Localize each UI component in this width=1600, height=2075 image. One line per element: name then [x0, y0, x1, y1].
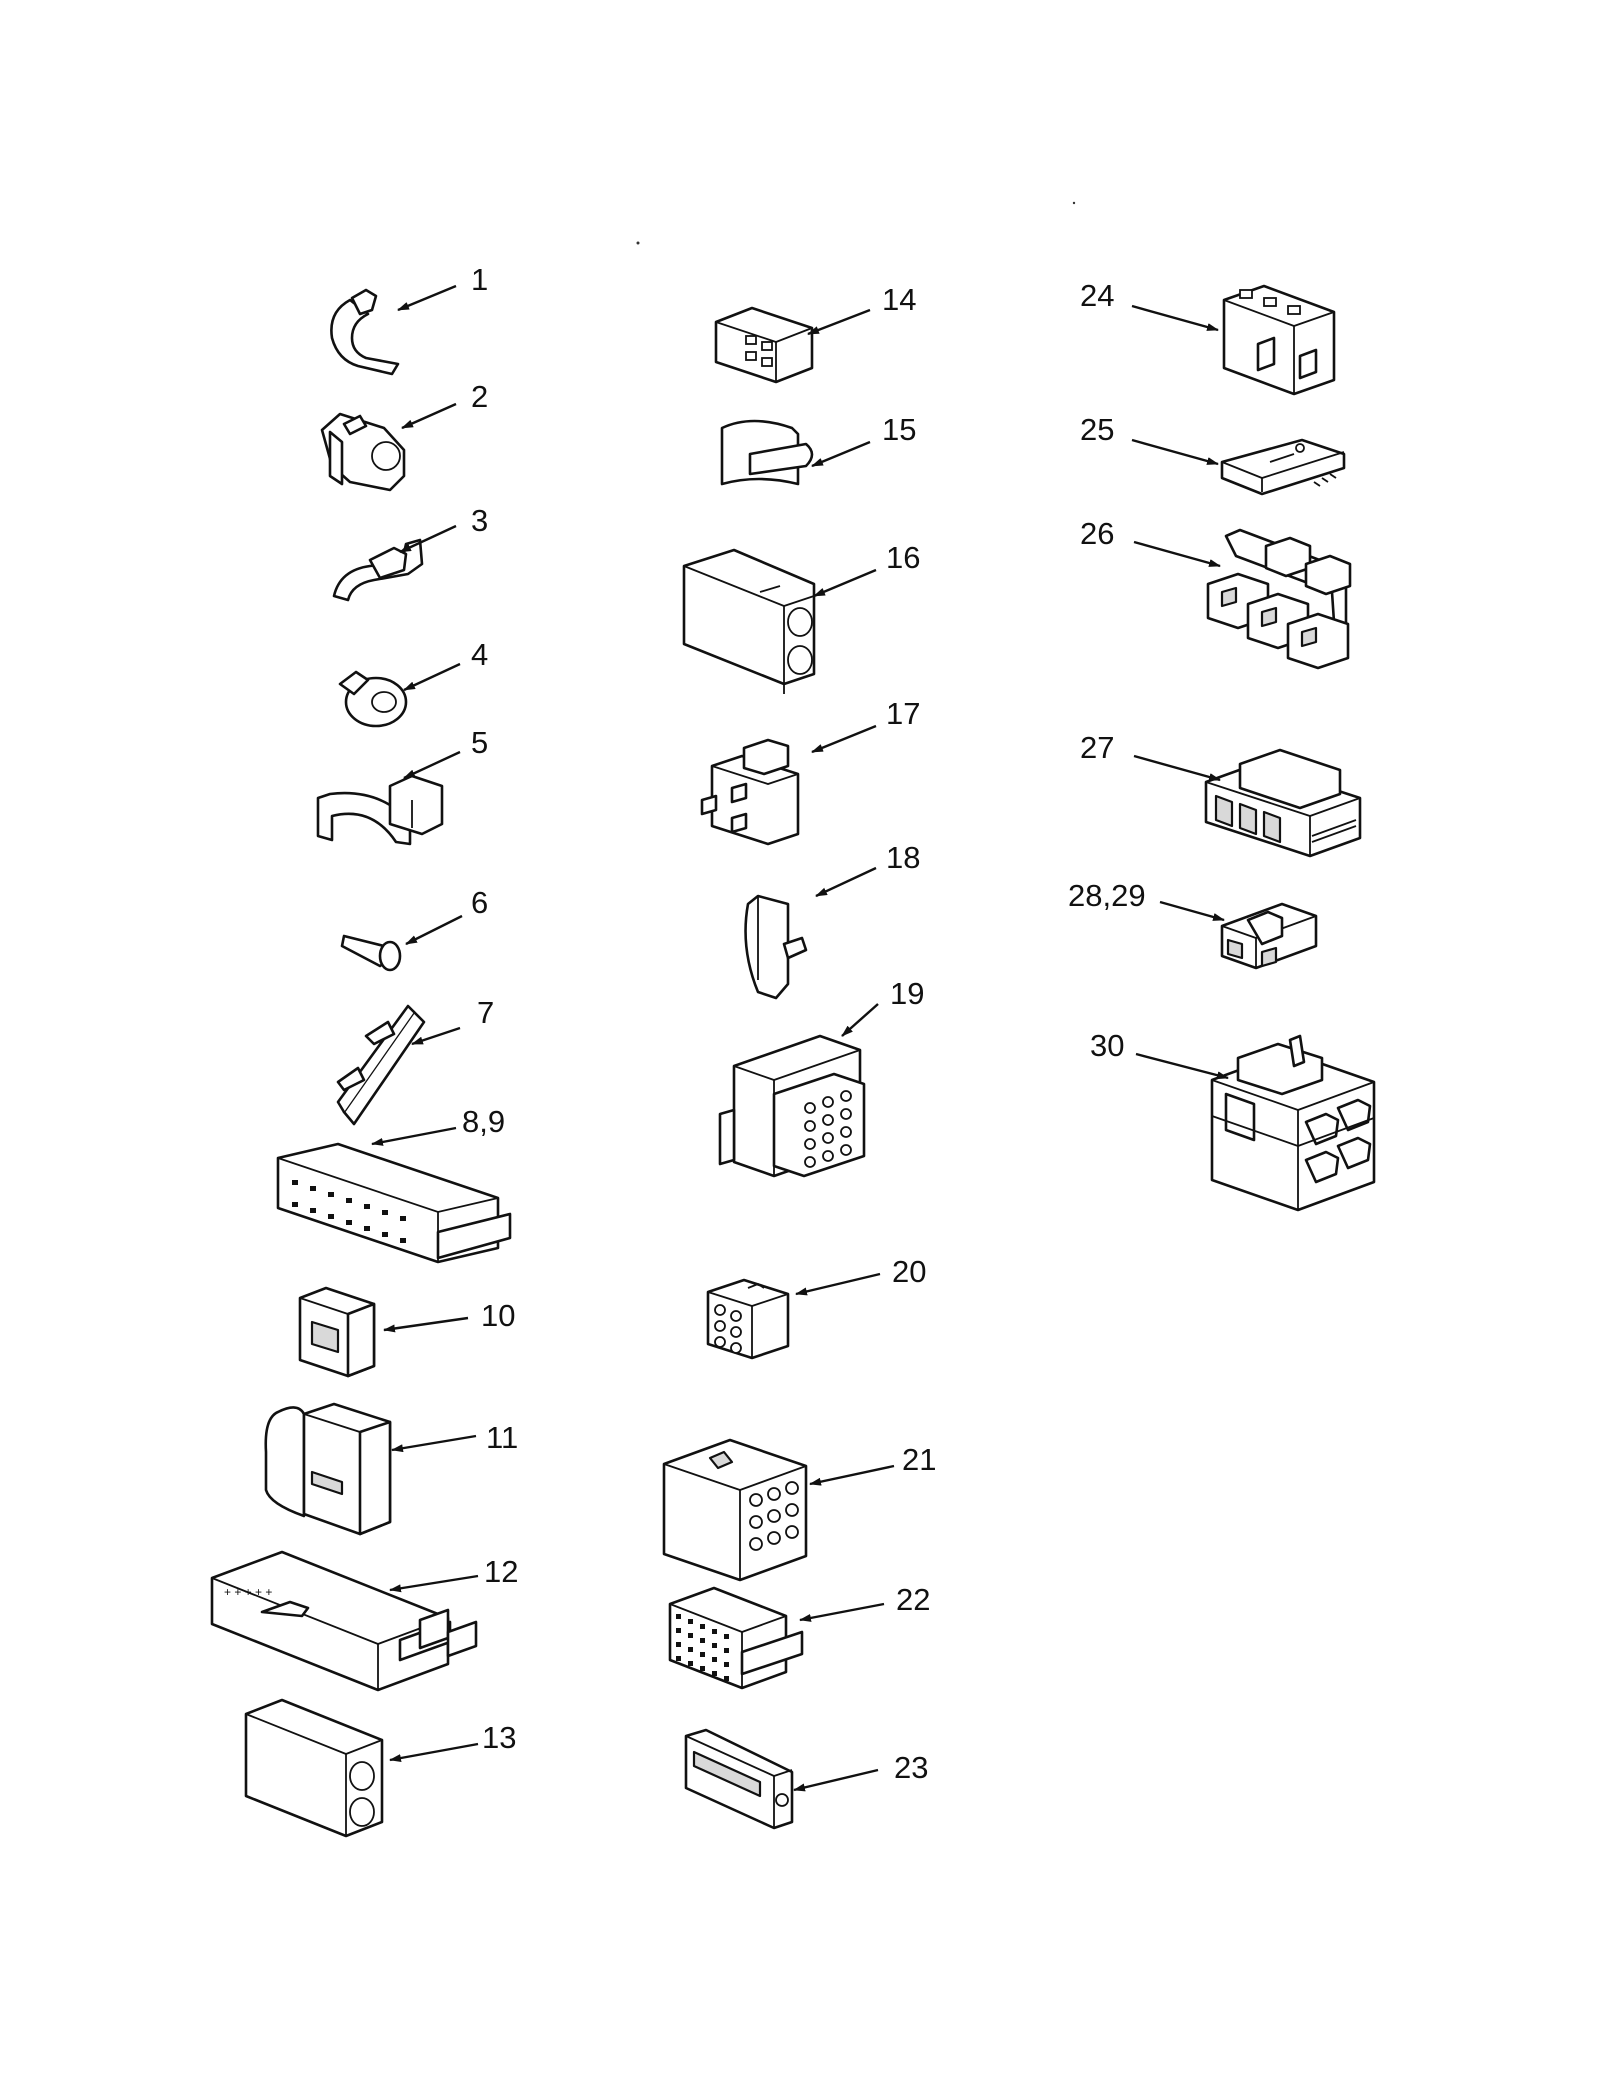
part-4-grommet — [338, 670, 408, 728]
callout-label-28-29: 28,29 — [1068, 878, 1146, 913]
part-30-housing — [1210, 1034, 1376, 1212]
part-23-dsub-connector — [684, 1728, 794, 1830]
part-5-cable-tie — [316, 774, 444, 846]
callout-label-14: 14 — [882, 282, 916, 317]
callout-label-4: 4 — [471, 637, 488, 672]
part-16-housing — [682, 548, 816, 694]
callout-label-15: 15 — [882, 412, 916, 447]
callout-arrow-6 — [405, 914, 463, 946]
callout-label-25: 25 — [1080, 412, 1114, 447]
callout-label-6: 6 — [471, 885, 488, 920]
part-24-block-connector — [1222, 284, 1336, 396]
callout-label-26: 26 — [1080, 516, 1114, 551]
callout-arrow-7 — [411, 1026, 461, 1046]
part-19-connector — [718, 1034, 866, 1178]
callout-arrow-18 — [815, 866, 877, 898]
part-21-cube-connector — [662, 1438, 808, 1582]
callout-arrow-14 — [807, 308, 871, 336]
part-17-post-connector — [700, 738, 800, 846]
callout-label-30: 30 — [1090, 1028, 1124, 1063]
callout-label-24: 24 — [1080, 278, 1114, 313]
callout-arrow-5 — [403, 750, 461, 780]
callout-label-23: 23 — [894, 1750, 928, 1785]
part-20-cube-connector — [706, 1278, 790, 1360]
callout-arrow-25 — [1131, 438, 1219, 466]
callout-arrow-8-9 — [371, 1126, 457, 1146]
part-27-latch-connector — [1204, 748, 1362, 858]
callout-label-1: 1 — [471, 262, 488, 297]
part-2-cable-clamp — [320, 412, 406, 492]
part-28-29-latch — [1220, 902, 1318, 970]
callout-arrow-11 — [391, 1434, 477, 1453]
callout-arrow-21 — [809, 1464, 895, 1486]
callout-label-17: 17 — [886, 696, 920, 731]
callout-label-7: 7 — [477, 995, 494, 1030]
callout-arrow-10 — [383, 1316, 469, 1333]
callout-arrow-23 — [793, 1768, 879, 1792]
callout-label-13: 13 — [482, 1720, 516, 1755]
part-10-connector — [298, 1286, 376, 1378]
callout-arrow-16 — [813, 568, 877, 598]
svg-text:+ + + + +: + + + + + — [224, 1585, 272, 1599]
part-11-housing — [264, 1402, 392, 1536]
callout-arrow-3 — [399, 524, 457, 554]
part-22-connector — [668, 1586, 804, 1690]
part-26-terminal-block — [1206, 528, 1352, 670]
part-6-screw — [340, 934, 402, 972]
callout-arrow-28-29 — [1159, 900, 1225, 922]
callout-arrow-20 — [795, 1272, 881, 1296]
scan-speck — [1072, 201, 1076, 205]
callout-arrow-26 — [1133, 540, 1221, 568]
callout-label-16: 16 — [886, 540, 920, 575]
part-1-clip — [330, 288, 400, 376]
callout-label-5: 5 — [471, 725, 488, 760]
callout-arrow-24 — [1131, 304, 1219, 332]
part-15-split-sleeve — [720, 419, 814, 486]
callout-arrow-2 — [401, 402, 457, 430]
callout-arrow-27 — [1133, 754, 1221, 782]
callout-label-3: 3 — [471, 503, 488, 538]
callout-label-22: 22 — [896, 1582, 930, 1617]
callout-label-19: 19 — [890, 976, 924, 1011]
callout-label-12: 12 — [484, 1554, 518, 1589]
callout-label-20: 20 — [892, 1254, 926, 1289]
part-3-wire-clip — [332, 538, 424, 602]
part-25-board — [1220, 438, 1346, 496]
part-12-terminal-strip: + + + + + — [210, 1550, 478, 1692]
callout-label-10: 10 — [481, 1298, 515, 1333]
callout-arrow-22 — [799, 1602, 885, 1622]
callout-arrow-30 — [1135, 1052, 1229, 1080]
part-13-housing — [244, 1698, 384, 1838]
callout-arrow-17 — [811, 724, 877, 754]
callout-arrow-4 — [403, 662, 461, 692]
callout-label-21: 21 — [902, 1442, 936, 1477]
callout-arrow-1 — [397, 284, 457, 312]
callout-arrow-15 — [811, 440, 871, 468]
callout-arrow-12 — [389, 1574, 479, 1593]
callout-label-8-9: 8,9 — [462, 1104, 505, 1139]
scan-speck — [636, 241, 640, 245]
callout-arrow-13 — [389, 1742, 479, 1762]
callout-label-2: 2 — [471, 379, 488, 414]
callout-label-27: 27 — [1080, 730, 1114, 765]
part-18-slide-lock — [744, 894, 808, 1000]
part-7-mounting-strip — [336, 1004, 426, 1126]
callout-label-11: 11 — [486, 1420, 518, 1455]
part-8-9-connector — [276, 1142, 512, 1264]
callout-label-18: 18 — [886, 840, 920, 875]
callout-arrow-19 — [841, 1003, 879, 1037]
part-14-connector — [714, 306, 814, 384]
